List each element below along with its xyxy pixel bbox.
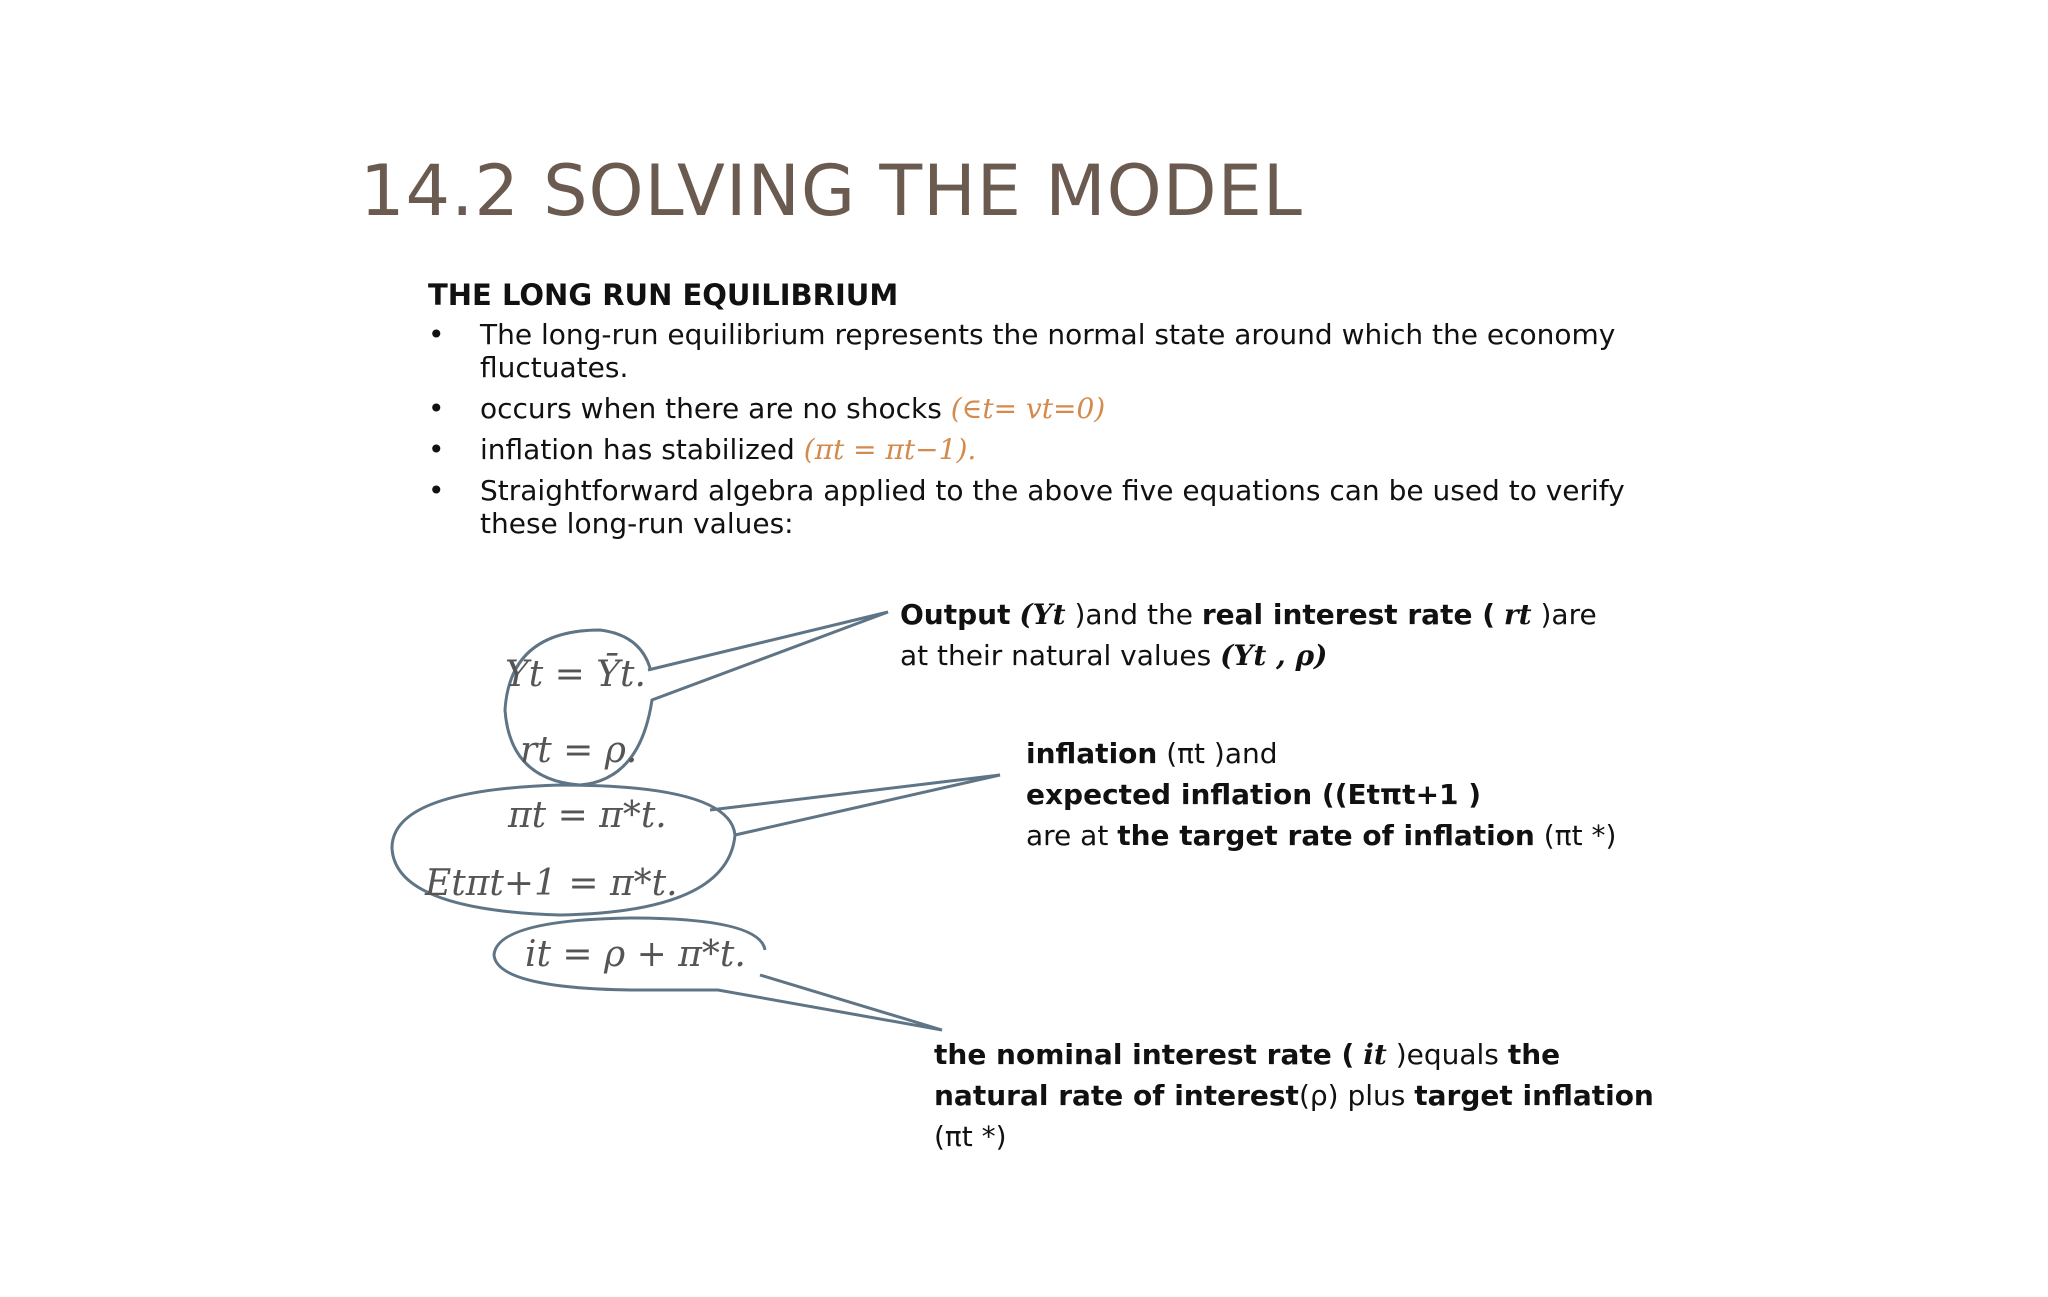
bullet-text: Straightforward algebra applied to the a… — [480, 474, 1625, 540]
bullet-text: The long-run equilibrium represents the … — [480, 318, 1616, 384]
callout-line: Output (Yt )and the real interest rate (… — [900, 598, 1597, 631]
bullet-dot: • — [428, 474, 445, 507]
callout-inflation-text: inflation (πt )and expected inflation ((… — [1026, 733, 1616, 856]
bullet-item: • inflation has stabilized (πt = πt−1). — [428, 433, 1668, 466]
bullet-dot: • — [428, 433, 445, 466]
equation-expected-inflation: Etπt+1 = π*t. — [424, 863, 678, 904]
callout-bubble-inflation — [390, 773, 1001, 917]
callout-bubble-nominal — [492, 916, 943, 1032]
section-heading: THE LONG RUN EQUILIBRIUM — [428, 278, 899, 312]
slide-title: 14.2 SOLVING THE MODEL — [360, 150, 1303, 232]
callout-output-text: Output (Yt )and the real interest rate (… — [900, 594, 1597, 676]
callout-line: (πt *) — [934, 1120, 1007, 1153]
bullet-text: inflation has stabilized — [480, 433, 804, 466]
equation-nominal-rate: it = ρ + π*t. — [525, 934, 746, 975]
callout-line: at their natural values (Yt , ρ) — [900, 639, 1328, 672]
bullet-item: • occurs when there are no shocks (∈t= v… — [428, 392, 1668, 425]
stable-inflation-equation: (πt = πt−1). — [803, 433, 977, 466]
bullet-dot: • — [428, 318, 445, 351]
bullet-item: • Straightforward algebra applied to the… — [428, 474, 1668, 540]
no-shocks-equation: (∈t= vt=0) — [950, 392, 1106, 425]
equation-output: Yt = Ȳt. — [505, 654, 646, 695]
callout-bubble-output — [503, 610, 889, 787]
equation-real-rate: rt = ρ. — [520, 730, 637, 771]
bullet-list: • The long-run equilibrium represents th… — [428, 318, 1668, 548]
callout-line: are at the target rate of inflation (πt … — [1026, 819, 1617, 852]
callout-line: expected inflation ((Etπt+1 ) — [1026, 778, 1482, 811]
callout-line: the nominal interest rate ( it )equals t… — [934, 1038, 1561, 1071]
bullet-dot: • — [428, 392, 445, 425]
callout-line: natural rate of interest(ρ) plus target … — [934, 1079, 1654, 1112]
callout-line: inflation (πt )and — [1026, 737, 1278, 770]
callout-nominal-text: the nominal interest rate ( it )equals t… — [934, 1034, 1654, 1157]
equation-inflation: πt = π*t. — [507, 795, 667, 836]
bullet-text: occurs when there are no shocks — [480, 392, 951, 425]
bullet-item: • The long-run equilibrium represents th… — [428, 318, 1668, 384]
